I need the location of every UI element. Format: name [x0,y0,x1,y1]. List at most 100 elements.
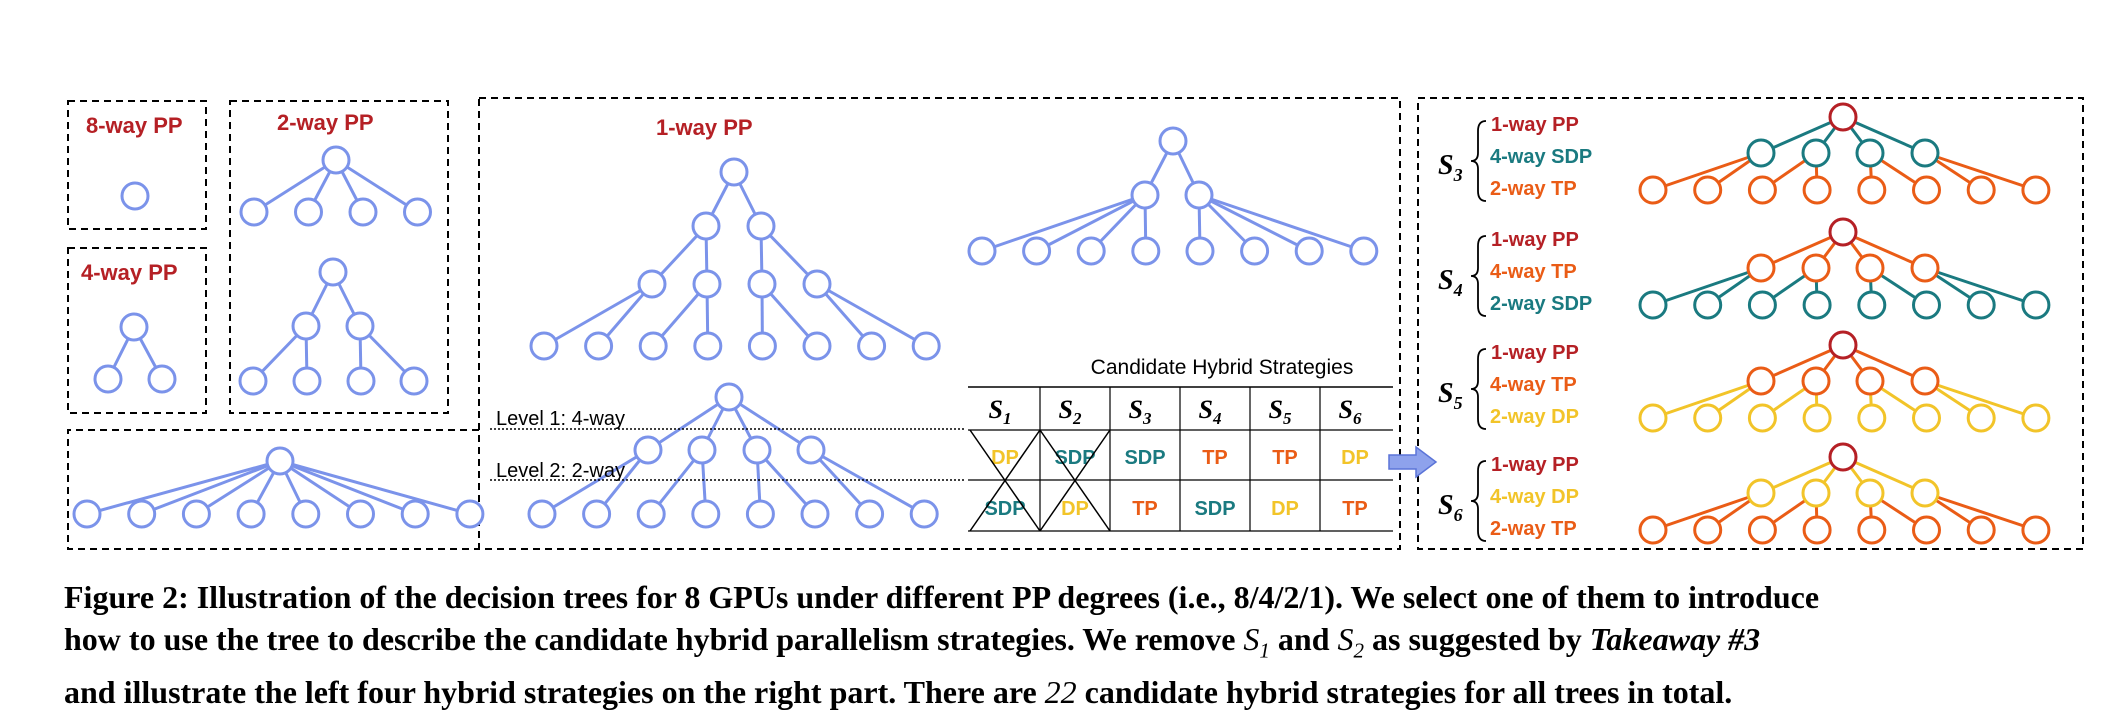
tree-leaf-node [1966,515,1996,545]
strategy-s4: S41-way PP4-way TP2-way SDP [1438,217,2051,320]
table-cell-r1: SDP [1054,447,1095,469]
tree-leaf-node [1802,175,1832,205]
table-cell-r2: TP [1342,498,1368,520]
brace-icon [1470,235,1487,317]
takeaway-ref: Takeaway #3 [1589,621,1761,657]
table-title: Candidate Hybrid Strategies [1091,356,1354,379]
panel-bottom-left [67,429,479,550]
tree-mid-node [747,269,777,299]
caption-line3: and illustrate the left four hybrid stra… [64,674,1733,711]
level2-label: Level 2: 2-way [496,460,625,482]
tree-leaf-node [1747,175,1777,205]
table-header-s6: S6 [1339,395,1362,428]
table-cell-r2: DP [1061,498,1089,520]
tree-leaf-node [1693,515,1723,545]
tree-leaf-node [745,499,775,529]
brace-icon [1470,348,1487,430]
strategy-line: 1-way PP [1491,114,1579,136]
strategy-line: 4-way TP [1490,261,1577,283]
tree-leaf-node [1966,290,1996,320]
tree-edge [1924,379,2037,420]
table-header-s1: S1 [989,395,1012,428]
tree-mid-node [1801,478,1831,508]
figure-caption: Figure 2: Illustration of the decision t… [64,576,2094,713]
tree-root-node [265,446,295,476]
tree-root-node [1158,126,1188,156]
tree-edge [1842,230,1926,270]
tree-leaf-node [2021,290,2051,320]
tree-mid-node [1746,253,1776,283]
tree-leaf-node [455,499,485,529]
tree-leaf-node [236,499,266,529]
brace-icon [1470,120,1487,202]
tree-edge [816,282,927,348]
tree-edge [86,459,281,516]
tree-leaf-node [181,499,211,529]
tree-root-node [1828,442,1858,472]
strategy-symbol: S5 [1438,378,1463,413]
tree-mid-node [1855,478,1885,508]
tree-edge [1652,151,1762,192]
tree-edge [728,395,812,452]
tree-edge [1924,491,2037,532]
table-cell-r1: SDP [1124,447,1165,469]
tree-leaf-node [1638,403,1668,433]
tree-leaf-node [967,236,997,266]
level1-label: Level 1: 4-way [496,408,625,430]
strike-mark [969,429,1041,532]
label-4way-pp: 4-way PP [81,260,178,285]
strategy-line: 4-way DP [1490,486,1579,508]
tree-mid-node [1801,138,1831,168]
tree-edge [279,459,471,516]
tree-leaf-node [911,331,941,361]
tree-leaf-node [1966,175,1996,205]
tree-edge [981,193,1146,253]
tree-edge [335,158,419,214]
tree-leaf-node [1638,515,1668,545]
table-cell-r2: SDP [1194,498,1235,520]
arrow-icon [1388,445,1438,479]
tree-leaf-node [239,197,269,227]
table-cell-r2: TP [1132,498,1158,520]
tree-leaf-node [1294,236,1324,266]
strategy-line: 2-way SDP [1490,293,1592,315]
strategy-symbol: S6 [1438,490,1463,525]
table-header-s3: S3 [1129,395,1152,428]
tree-mid-node [691,211,721,241]
tree-leaf-node [1802,403,1832,433]
tree-leaf-node [1185,236,1215,266]
tree-leaf-node [527,499,557,529]
tree-root-node [1828,217,1858,247]
tree-leaf-node [346,499,375,529]
tree-leaf-node [147,364,177,394]
tree-leaf-node [2021,403,2051,433]
label-8way-pp: 8-way PP [86,113,183,138]
tree-edge [1760,455,1844,495]
strike-mark [1039,429,1111,532]
tree-edge [543,282,653,348]
symbol-s2: S2 [1337,621,1364,663]
symbol-s1: S1 [1243,621,1270,663]
tree-leaf-node [1693,403,1723,433]
tree-mid-node [1746,366,1776,396]
strategy-line: 2-way TP [1490,518,1577,540]
table-header-s2: S2 [1059,395,1082,428]
table-cell-r1: DP [991,447,1019,469]
tree-leaf-node [855,499,885,529]
tree-edge [141,459,281,516]
tree-leaf-node [346,366,376,396]
tree-leaf-node [584,331,614,361]
tree-mid-node [742,435,772,465]
tree-edge [1760,343,1844,383]
tree-edge [1652,379,1762,420]
tree-leaf-node [93,364,123,394]
tree-mid-node [1910,253,1940,283]
tree-edge [1842,115,1926,155]
tree-edge [541,448,649,516]
strategy-line: 1-way PP [1491,342,1579,364]
strategy-line: 4-way SDP [1490,146,1592,168]
tree-root-node [318,257,348,287]
tree-mid-node [1184,180,1214,210]
panel-right [1417,97,2084,550]
